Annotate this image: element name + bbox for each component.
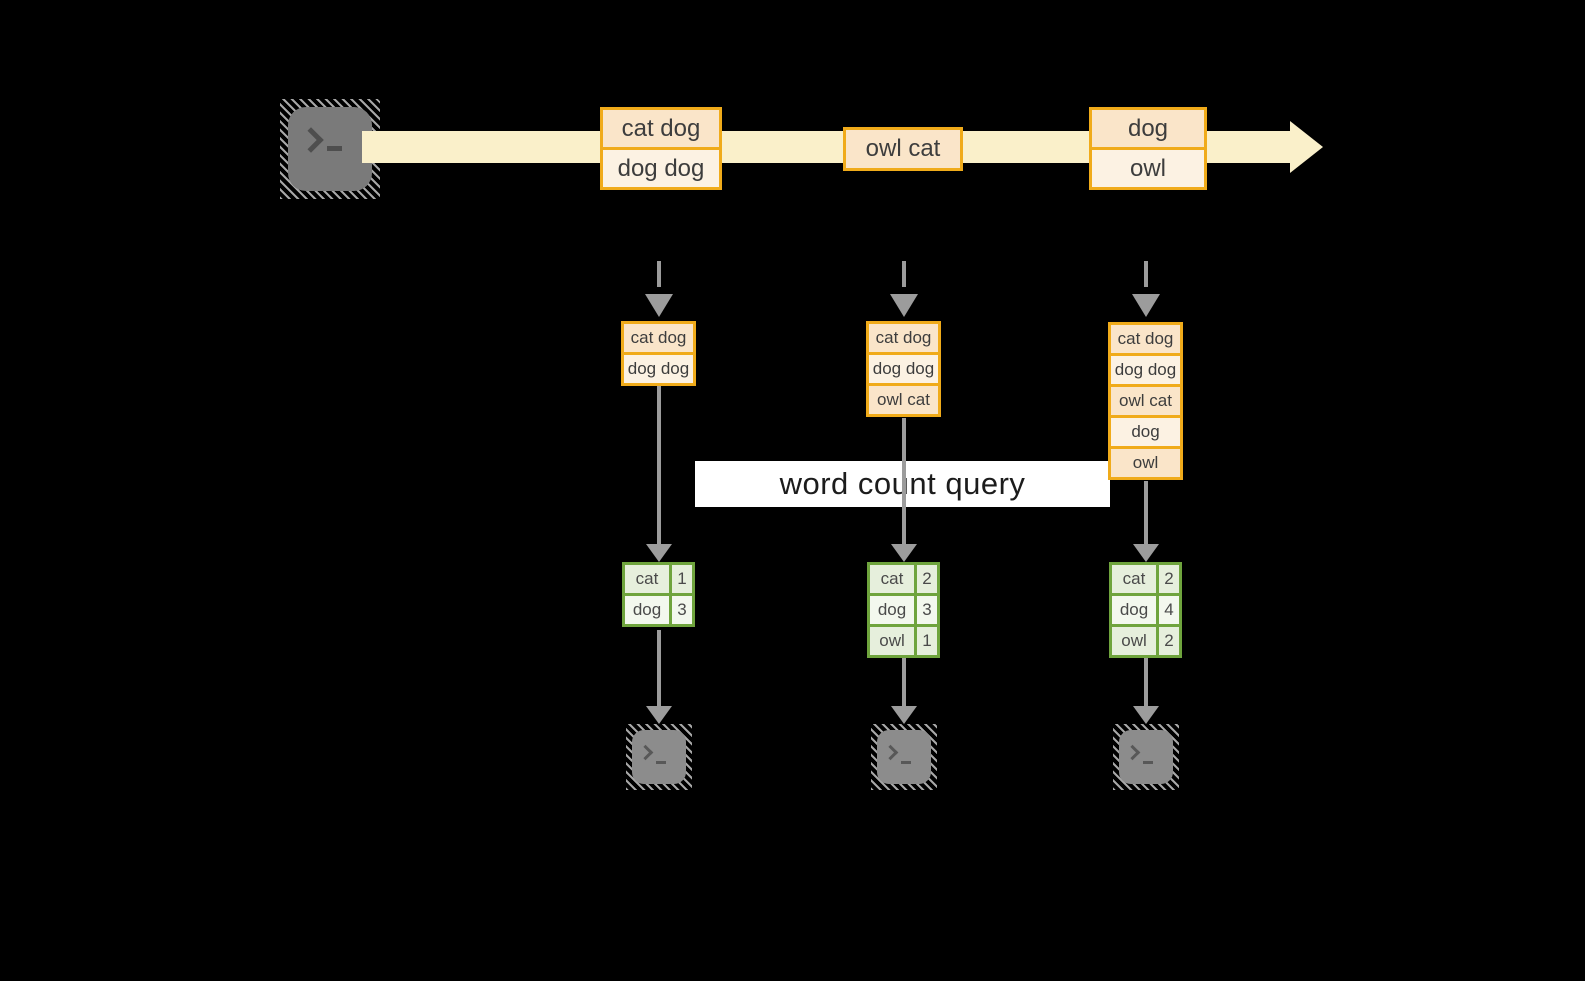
stream-event-box-1: cat dog dog dog xyxy=(600,107,722,190)
table-row: cat 2 xyxy=(1112,565,1179,593)
batch-trigger-arrow-3 xyxy=(1131,261,1161,317)
batch-record: dog dog xyxy=(624,352,693,383)
count-cell: 2 xyxy=(1159,627,1179,655)
terminal-screen xyxy=(877,730,931,784)
word-cell: cat xyxy=(625,565,669,593)
word-cell: owl xyxy=(1112,627,1156,655)
batch-trigger-arrow-1 xyxy=(644,261,674,317)
batch-record: dog dog xyxy=(869,352,938,383)
batch-record: dog xyxy=(1111,415,1180,446)
batch-record: cat dog xyxy=(869,324,938,352)
micro-batch-box-1: cat dog dog dog xyxy=(621,321,696,386)
stream-event-box-2: owl cat xyxy=(843,127,963,171)
word-count-table-2: cat 2 dog 3 owl 1 xyxy=(867,562,940,658)
count-cell: 1 xyxy=(917,627,937,655)
terminal-screen xyxy=(632,730,686,784)
table-row: owl 2 xyxy=(1112,627,1179,655)
batch-record: cat dog xyxy=(624,324,693,352)
word-count-table-3: cat 2 dog 4 owl 2 xyxy=(1109,562,1182,658)
word-cell: cat xyxy=(1112,565,1156,593)
word-cell: owl xyxy=(870,627,914,655)
terminal-prompt-icon xyxy=(882,744,911,764)
terminal-prompt-icon xyxy=(1124,744,1153,764)
word-cell: cat xyxy=(870,565,914,593)
batch-record: cat dog xyxy=(1111,325,1180,353)
count-cell: 3 xyxy=(917,596,937,624)
query-arrow-2 xyxy=(891,418,917,562)
word-count-table-1: cat 1 dog 3 xyxy=(622,562,695,627)
sink-arrow-2 xyxy=(891,658,917,724)
batch-record: owl cat xyxy=(1111,384,1180,415)
sink-terminal-icon-2 xyxy=(871,724,937,790)
count-cell: 4 xyxy=(1159,596,1179,624)
batch-record: dog dog xyxy=(1111,353,1180,384)
sink-terminal-icon-3 xyxy=(1113,724,1179,790)
count-cell: 1 xyxy=(672,565,692,593)
query-arrow-1 xyxy=(646,386,672,562)
word-cell: dog xyxy=(625,596,669,624)
terminal-prompt-icon xyxy=(637,744,666,764)
batch-record: owl xyxy=(1111,446,1180,477)
micro-batch-box-3: cat dog dog dog owl cat dog owl xyxy=(1108,322,1183,480)
count-cell: 3 xyxy=(672,596,692,624)
stream-record: cat dog xyxy=(603,110,719,147)
table-row: owl 1 xyxy=(870,627,937,655)
stream-record: dog xyxy=(1092,110,1204,147)
query-arrow-3 xyxy=(1133,481,1159,562)
table-row: cat 2 xyxy=(870,565,937,593)
count-cell: 2 xyxy=(917,565,937,593)
table-row: dog 4 xyxy=(1112,596,1179,624)
word-cell: dog xyxy=(1112,596,1156,624)
batch-trigger-arrow-2 xyxy=(889,261,919,317)
terminal-prompt-icon xyxy=(298,127,342,153)
stream-record: dog dog xyxy=(603,147,719,187)
sink-terminal-icon-1 xyxy=(626,724,692,790)
micro-batch-box-2: cat dog dog dog owl cat xyxy=(866,321,941,417)
stream-record: owl xyxy=(1092,147,1204,187)
batch-record: owl cat xyxy=(869,383,938,414)
count-cell: 2 xyxy=(1159,565,1179,593)
stream-record: owl cat xyxy=(846,130,960,168)
table-row: dog 3 xyxy=(870,596,937,624)
sink-arrow-1 xyxy=(646,630,672,724)
word-cell: dog xyxy=(870,596,914,624)
terminal-screen xyxy=(1119,730,1173,784)
table-row: cat 1 xyxy=(625,565,692,593)
stream-event-box-3: dog owl xyxy=(1089,107,1207,190)
sink-arrow-3 xyxy=(1133,658,1159,724)
table-row: dog 3 xyxy=(625,596,692,624)
stream-arrowhead-icon xyxy=(1290,121,1323,173)
